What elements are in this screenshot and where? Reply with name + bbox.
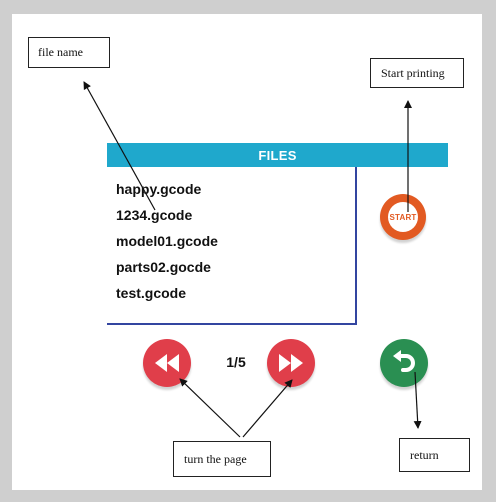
callout-return: return	[399, 438, 470, 472]
return-button[interactable]	[380, 339, 428, 387]
start-button[interactable]: START	[380, 194, 426, 240]
file-item[interactable]: model01.gcode	[116, 233, 218, 249]
file-item[interactable]: parts02.gocde	[116, 259, 211, 275]
file-item[interactable]: happy.gcode	[116, 181, 202, 197]
file-item[interactable]: test.gcode	[116, 285, 187, 301]
file-item[interactable]: 1234.gcode	[116, 207, 193, 223]
callout-start-printing-label: Start printing	[381, 65, 445, 80]
page-indicator: 1/5	[226, 354, 246, 370]
callout-start-printing: Start printing	[370, 58, 464, 88]
callout-return-label: return	[410, 447, 439, 462]
file-list: happy.gcode 1234.gcode model01.gcode par…	[107, 167, 357, 325]
next-page-button[interactable]	[267, 339, 315, 387]
fast-forward-icon	[279, 354, 303, 372]
arrow-turn-page-left	[179, 378, 241, 438]
return-arrow-icon	[393, 350, 415, 372]
arrow-turn-page-right	[242, 379, 293, 438]
start-button-label: START	[389, 212, 417, 222]
files-header-label: FILES	[258, 147, 297, 163]
callout-file-name: file name	[28, 37, 110, 68]
arrow-file-name	[83, 81, 156, 211]
callout-file-name-label: file name	[38, 45, 83, 59]
start-button-inner: START	[388, 202, 418, 232]
callout-turn-the-page-label: turn the page	[184, 451, 247, 466]
rewind-icon	[155, 354, 179, 372]
callout-turn-the-page: turn the page	[173, 441, 271, 477]
arrow-return	[413, 371, 422, 429]
files-header: FILES	[107, 143, 448, 167]
